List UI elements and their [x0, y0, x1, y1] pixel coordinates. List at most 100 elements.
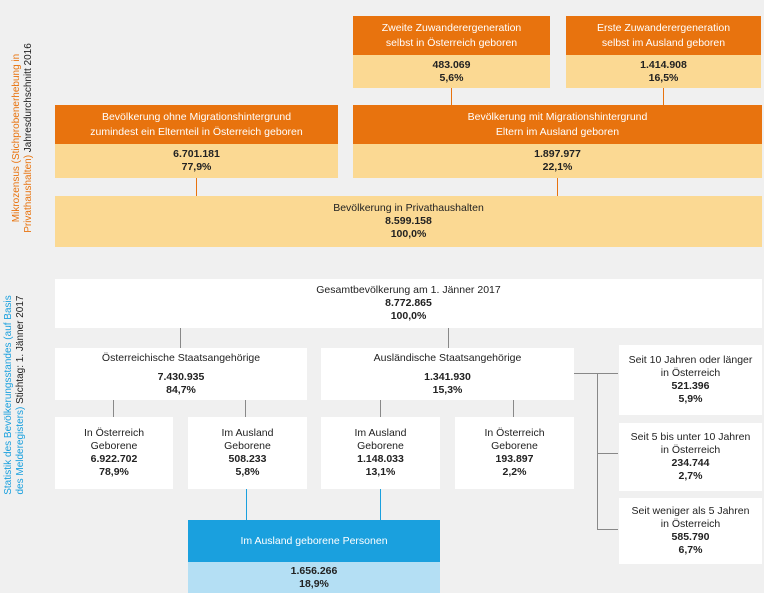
statistik-side-label: Statistik des Bevölkerungsstandes (auf B…	[3, 275, 29, 515]
privathaushalte-value: 8.599.158	[385, 215, 432, 227]
b1-line1: In Österreich	[83, 427, 145, 439]
seit-5-bis-10-jahren-box: Seit 5 bis unter 10 Jahren in Österreich…	[619, 423, 762, 491]
gesamtbevoelkerung-pct: 100,0%	[390, 310, 427, 322]
ohne-migration-values: 6.701.181 77,9%	[55, 144, 338, 178]
mikrozensus-label-line1: Mikrozensus (Stichprobenerhebung in	[11, 53, 22, 223]
connector-gesamt-oesterr	[180, 328, 181, 348]
gesamtbevoelkerung-value: 8.772.865	[385, 297, 432, 309]
b2-line1: Im Ausland	[221, 427, 274, 439]
auslaendische-value: 1.341.930	[424, 370, 471, 383]
connector-gesamt-ausl	[448, 328, 449, 348]
erste-generation-subtitle: selbst im Ausland geboren	[601, 36, 726, 49]
auslaendische-pct: 15,3%	[432, 383, 463, 396]
b2-line2: Geborene	[224, 440, 271, 452]
auslaendische-label: Ausländische Staatsangehörige	[373, 351, 522, 364]
r1-line2: in Österreich	[660, 367, 721, 379]
r1-pct: 5,9%	[678, 393, 703, 405]
statistik-label-line1: Statistik des Bevölkerungsstandes (auf B…	[3, 295, 14, 495]
connector-oesterr-b1	[113, 400, 114, 417]
b1-pct: 78,9%	[99, 466, 129, 478]
connector-ausl-bracket	[574, 373, 618, 374]
r3-line2: in Österreich	[660, 518, 721, 530]
mit-migration-subtitle: Eltern im Ausland geboren	[495, 125, 620, 138]
im-ausland-geborene-auslaender-box: Im Ausland Geborene 1.148.033 13,1%	[321, 417, 440, 489]
connector-ausl-b3	[380, 400, 381, 417]
privathaushalte-pct: 100,0%	[390, 228, 427, 240]
zweite-generation-subtitle: selbst in Österreich geboren	[385, 36, 518, 49]
im-ausland-geborene-personen-values: 1.656.266 18,9%	[188, 562, 440, 593]
r2-value: 234.744	[671, 457, 710, 469]
im-ausland-geborene-personen-value: 1.656.266	[290, 564, 338, 577]
b2-value: 508.233	[228, 453, 267, 465]
connector-ohne-privat	[196, 178, 197, 196]
statistik-date: Stichtag: 1. Jänner 2017	[15, 295, 26, 404]
auslaendische-staatsangehoerige-box: Ausländische Staatsangehörige 1.341.930 …	[321, 348, 574, 400]
zweite-generation-title: Zweite Zuwanderergeneration	[381, 21, 522, 34]
mit-migration-header: Bevölkerung mit Migrationshintergrund El…	[353, 105, 762, 144]
b3-value: 1.148.033	[357, 453, 404, 465]
b3-line1: Im Ausland	[354, 427, 407, 439]
mit-migration-title: Bevölkerung mit Migrationshintergrund	[467, 110, 648, 123]
zweite-generation-value: 483.069	[432, 58, 471, 71]
b3-line2: Geborene	[357, 440, 404, 452]
r1-value: 521.396	[671, 380, 710, 392]
oesterreichische-staatsangehoerige-box: Österreichische Staatsangehörige 7.430.9…	[55, 348, 307, 400]
statistik-label-line2: des Melderegisters)	[15, 406, 26, 495]
erste-generation-values: 1.414.908 16,5%	[566, 55, 761, 88]
connector-ausl-b4	[513, 400, 514, 417]
im-ausland-geborene-personen-pct: 18,9%	[299, 577, 329, 590]
r3-value: 585.790	[671, 531, 710, 543]
connector-zweite-mit	[451, 88, 452, 105]
mit-migration-value: 1.897.977	[534, 148, 581, 160]
r3-pct: 6,7%	[678, 544, 703, 556]
connector-bracket-vertical	[597, 373, 598, 529]
zweite-generation-pct: 5,6%	[439, 71, 464, 84]
in-oesterreich-geborene-auslaender-box: In Österreich Geborene 193.897 2,2%	[455, 417, 574, 489]
privathaushalte-label: Bevölkerung in Privathaushalten	[333, 202, 484, 214]
b2-pct: 5,8%	[235, 466, 260, 478]
connector-oesterr-b2	[245, 400, 246, 417]
ohne-migration-header: Bevölkerung ohne Migrationshintergrund z…	[55, 105, 338, 144]
im-ausland-geborene-personen-label: Im Ausland geborene Personen	[240, 535, 388, 547]
r2-line2: in Österreich	[660, 444, 721, 456]
in-oesterreich-geborene-staatsb-box: In Österreich Geborene 6.922.702 78,9%	[55, 417, 173, 489]
connector-b3-ausland	[380, 489, 381, 520]
r1-line1: Seit 10 Jahren oder länger	[628, 354, 753, 366]
gesamtbevoelkerung-label: Gesamtbevölkerung am 1. Jänner 2017	[316, 284, 501, 296]
oesterreichische-label: Österreichische Staatsangehörige	[101, 351, 261, 364]
mikrozensus-side-label: Mikrozensus (Stichprobenerhebung in Priv…	[11, 43, 37, 233]
b1-line2: Geborene	[90, 440, 138, 452]
ohne-migration-value: 6.701.181	[173, 148, 220, 160]
erste-generation-pct: 16,5%	[648, 71, 679, 84]
erste-generation-header: Erste Zuwanderergeneration selbst im Aus…	[566, 16, 761, 55]
privathaushalte-box: Bevölkerung in Privathaushalten 8.599.15…	[55, 196, 762, 247]
b3-pct: 13,1%	[365, 466, 396, 478]
b4-line1: In Österreich	[484, 427, 545, 439]
r3-line1: Seit weniger als 5 Jahren	[631, 505, 750, 517]
r2-pct: 2,7%	[678, 470, 703, 482]
erste-generation-value: 1.414.908	[640, 58, 687, 71]
r2-line1: Seit 5 bis unter 10 Jahren	[630, 431, 751, 443]
seit-weniger-5-jahren-box: Seit weniger als 5 Jahren in Österreich …	[619, 498, 762, 564]
zweite-generation-values: 483.069 5,6%	[353, 55, 550, 88]
im-ausland-geborene-personen-header: Im Ausland geborene Personen	[188, 520, 440, 562]
erste-generation-title: Erste Zuwanderergeneration	[596, 21, 731, 34]
mit-migration-pct: 22,1%	[542, 161, 573, 173]
b4-value: 193.897	[495, 453, 534, 465]
connector-erste-mit	[663, 88, 664, 105]
ohne-migration-subtitle: zumindest ein Elternteil in Österreich g…	[90, 125, 303, 138]
mikrozensus-label-line2: Privathaushalten)	[23, 154, 34, 233]
b4-line2: Geborene	[491, 440, 538, 452]
b4-pct: 2,2%	[502, 466, 527, 478]
mikrozensus-date: Jahresdurchschnitt 2016	[23, 43, 34, 153]
connector-bracket-r2	[597, 453, 618, 454]
ohne-migration-pct: 77,9%	[181, 161, 212, 173]
connector-mit-privat	[557, 178, 558, 196]
zweite-generation-header: Zweite Zuwanderergeneration selbst in Ös…	[353, 16, 550, 55]
connector-b2-ausland	[246, 489, 247, 520]
mit-migration-values: 1.897.977 22,1%	[353, 144, 762, 178]
im-ausland-geborene-staatsb-box: Im Ausland Geborene 508.233 5,8%	[188, 417, 307, 489]
gesamtbevoelkerung-box: Gesamtbevölkerung am 1. Jänner 2017 8.77…	[55, 279, 762, 328]
seit-10-jahren-box: Seit 10 Jahren oder länger in Österreich…	[619, 345, 762, 415]
oesterreichische-pct: 84,7%	[166, 383, 196, 396]
